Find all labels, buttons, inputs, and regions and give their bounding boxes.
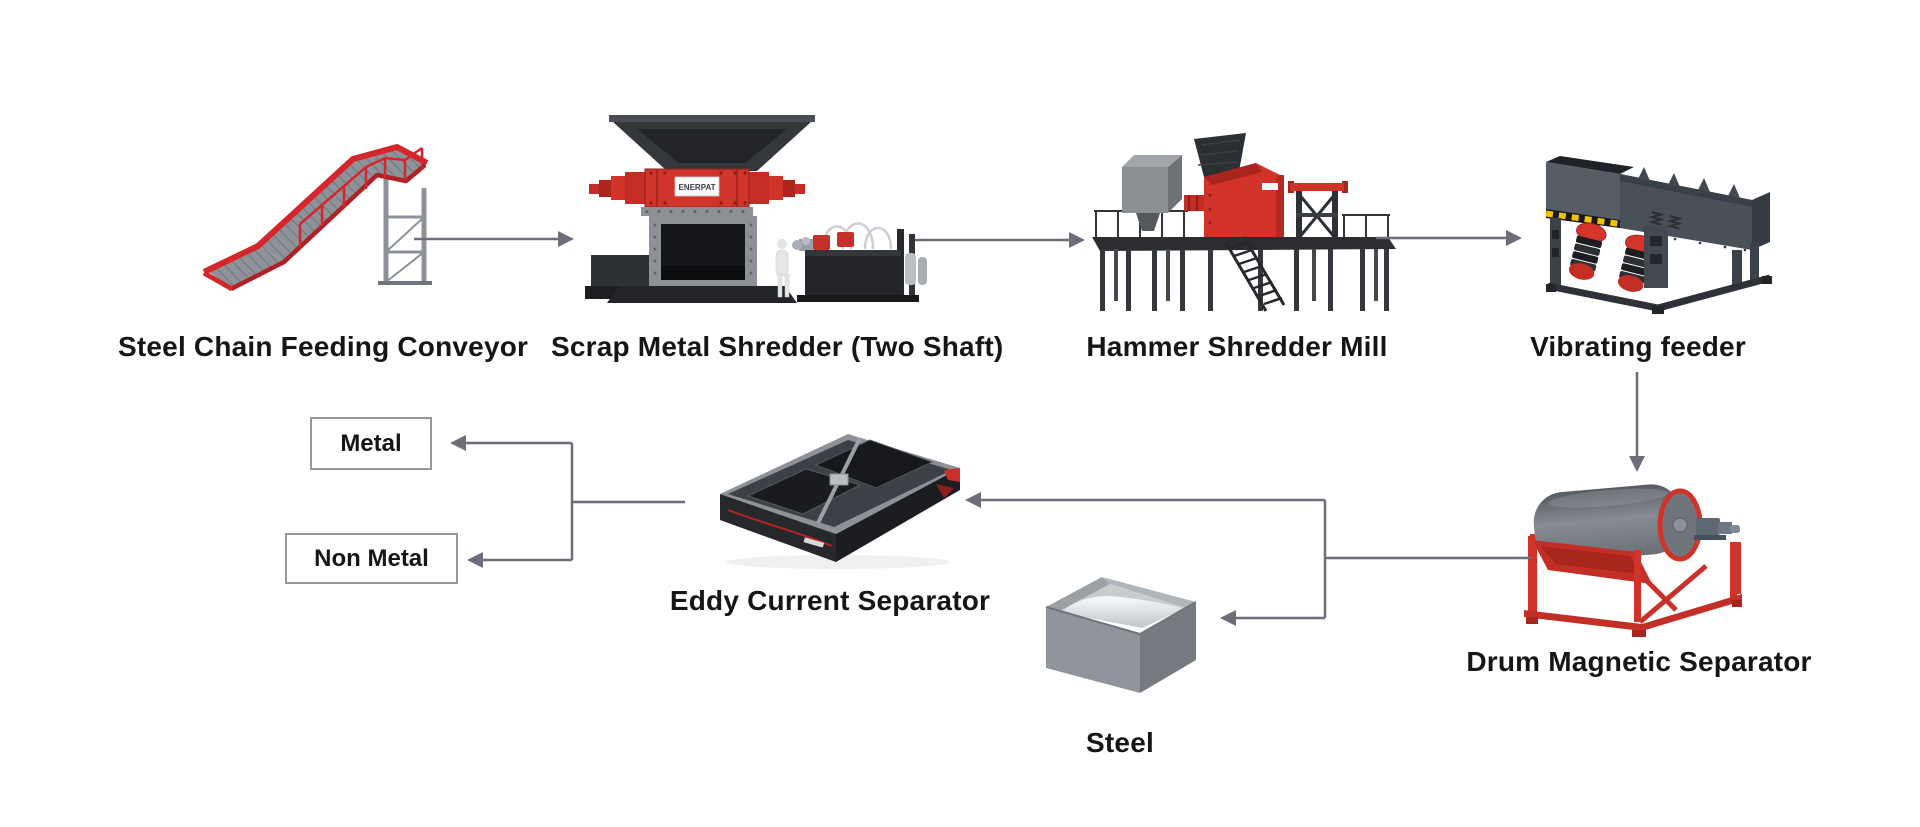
conveyor-railing <box>298 146 424 246</box>
line-eddy-separator-split <box>570 443 685 560</box>
eddy-current-separator-image <box>720 434 960 569</box>
arrowhead-to-steel <box>1220 610 1236 626</box>
steel-material-mound <box>1062 596 1182 626</box>
mill-feed-hopper <box>1122 155 1182 231</box>
hammer-mill-label: Hammer Shredder Mill <box>1086 331 1388 362</box>
eddy-side-face <box>836 468 960 562</box>
shredder-brand-label: ENERPAT <box>678 183 715 192</box>
person-silhouette <box>775 239 790 298</box>
conveyor-belt <box>202 144 429 292</box>
shredder-cutter-box: ENERPAT <box>589 168 805 208</box>
steel-chain-feeding-conveyor-image <box>202 144 432 292</box>
shredder-stand <box>585 207 797 303</box>
steel-bin-image <box>1045 577 1197 693</box>
mill-stairs <box>1224 236 1286 312</box>
non-metal-output-box: Non Metal <box>285 533 458 584</box>
hydraulic-power-unit <box>792 222 927 302</box>
drum-cylinder <box>1533 484 1683 562</box>
shredder-label: Scrap Metal Shredder (Two Shaft) <box>551 331 1004 362</box>
arrowhead-to-metal <box>450 435 466 451</box>
drum-magnetic-separator-image <box>1524 484 1742 637</box>
metal-output-label: Metal <box>340 429 402 457</box>
drum-chute <box>1532 540 1652 584</box>
mill-body <box>1184 163 1284 245</box>
vibrating-feeder-label: Vibrating feeder <box>1530 331 1746 362</box>
arrowhead-to-eddy-separator <box>965 492 981 508</box>
bin-front-face <box>1046 607 1140 693</box>
eddy-separator-label: Eddy Current Separator <box>669 585 991 616</box>
eddy-shadow <box>726 555 950 569</box>
feeder-vibration-motors <box>1568 222 1656 292</box>
conveyor-support-frame <box>378 174 432 285</box>
drum-motor <box>1694 518 1740 540</box>
feeder-base-frame <box>1546 218 1772 314</box>
drum-separator-label: Drum Magnetic Separator <box>1466 646 1812 677</box>
non-metal-output-label: Non Metal <box>314 544 429 572</box>
conveyor-label: Steel Chain Feeding Conveyor <box>118 331 529 362</box>
shredder-hopper <box>609 115 815 171</box>
drum-front-frame <box>1524 536 1742 637</box>
bin-inner-back-wall <box>1102 577 1196 608</box>
bin-inner-left-wall <box>1046 577 1110 612</box>
arrowhead-to-feeder <box>1506 230 1522 246</box>
arrowhead-to-non-metal <box>467 552 483 568</box>
arrowhead-to-shredder <box>558 231 574 247</box>
eddy-body <box>720 434 960 534</box>
line-drum-separator-split <box>1323 500 1532 618</box>
bin-rim-edge <box>1045 601 1197 636</box>
arrowhead-to-drum-separator <box>1629 456 1645 472</box>
feeder-springs <box>1648 211 1683 230</box>
steel-label: Steel <box>1086 727 1154 758</box>
mill-top-chute <box>1194 133 1246 177</box>
arrowhead-to-hammer-mill <box>1069 232 1085 248</box>
vibrating-feeder-image <box>1545 156 1772 314</box>
eddy-front-face <box>720 494 836 562</box>
drum-hub <box>1672 517 1688 533</box>
metal-output-box: Metal <box>310 417 432 470</box>
hammer-shredder-mill-image <box>1092 133 1396 312</box>
scrap-metal-shredder-image: ENERPAT <box>585 115 927 303</box>
bin-right-face <box>1140 602 1196 693</box>
mill-side-frame <box>1288 181 1348 241</box>
